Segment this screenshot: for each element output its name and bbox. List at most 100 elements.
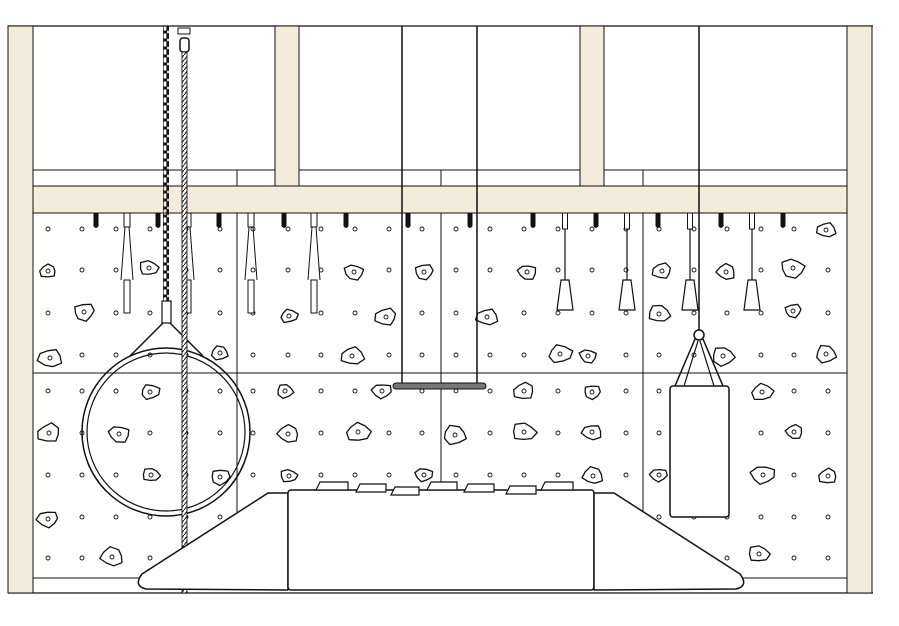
climbing-hold-icon — [513, 381, 534, 400]
climbing-hold-icon — [36, 349, 63, 368]
climbing-hold-icon — [815, 222, 837, 238]
bolt-hole-icon — [352, 388, 358, 394]
ceiling-hook-icon — [655, 212, 661, 228]
bolt-hole-icon — [318, 352, 324, 358]
climbing-hold-icon — [443, 424, 468, 446]
bolt-hole-icon — [758, 352, 764, 358]
bolt-hole-icon — [285, 226, 291, 232]
bolt-hole-icon — [555, 388, 561, 394]
climbing-hold-icon — [276, 423, 299, 443]
ceiling-hook-icon — [718, 212, 724, 228]
hoop-inner — [86, 352, 246, 512]
bolt-hole-icon — [487, 388, 493, 394]
bolt-hole-icon — [386, 267, 392, 273]
climbing-hold-icon — [715, 262, 735, 280]
bolt-hole-icon — [217, 267, 223, 273]
climbing-hold-icon — [784, 303, 802, 319]
left-post — [7, 25, 34, 594]
bolt-hole-icon — [623, 388, 629, 394]
aerial-hoop — [81, 26, 251, 517]
bolt-hole-icon — [318, 226, 324, 232]
suspension-straps — [120, 212, 761, 314]
bolt-hole-icon — [691, 310, 697, 316]
bolt-hole-icon — [386, 226, 392, 232]
upper-band — [32, 169, 848, 187]
climbing-hold-icon — [99, 546, 123, 567]
ceiling-hook-icon — [93, 212, 99, 228]
bolt-hole-icon — [217, 430, 223, 436]
bolt-hole-icon — [352, 310, 358, 316]
bolt-hole-icon — [589, 310, 595, 316]
mat-block — [505, 485, 537, 495]
bolt-hole-icon — [521, 310, 527, 316]
climbing-hold-icon — [781, 258, 806, 279]
climbing-hold-icon — [818, 467, 837, 484]
bolt-hole-icon — [113, 267, 119, 273]
bolt-hole-icon — [791, 352, 797, 358]
wall-panel — [440, 212, 644, 374]
climbing-hold-icon — [414, 264, 434, 281]
ceiling-hook-icon — [780, 212, 786, 228]
bolt-hole-icon — [113, 388, 119, 394]
bolt-hole-icon — [825, 555, 831, 561]
bolt-hole-icon — [147, 226, 153, 232]
cross-beam — [32, 185, 848, 214]
bolt-hole-icon — [79, 388, 85, 394]
bolt-hole-icon — [386, 430, 392, 436]
climbing-hold-icon — [548, 344, 574, 364]
strap-cone-handle — [681, 212, 699, 311]
climbing-hold-icon — [414, 468, 434, 483]
bolt-hole-icon — [623, 472, 629, 478]
climbing-hold-icon — [648, 304, 672, 322]
bolt-hole-icon — [555, 310, 561, 316]
bolt-hole-icon — [758, 267, 764, 273]
crash-mats — [137, 481, 745, 591]
strap-cone-handle — [556, 212, 574, 311]
bolt-hole-icon — [352, 226, 358, 232]
bolt-hole-icon — [250, 472, 256, 478]
climbing-hold-icon — [749, 466, 776, 485]
bolt-hole-icon — [691, 267, 697, 273]
bolt-hole-icon — [79, 555, 85, 561]
bolt-hole-icon — [656, 352, 662, 358]
climbing-hold-icon — [211, 469, 231, 487]
bolt-hole-icon — [79, 514, 85, 520]
hoop-chain — [163, 26, 169, 302]
climbing-hold-icon — [107, 426, 130, 443]
ceiling-hook-icon — [281, 212, 287, 228]
climbing-hold-icon — [584, 385, 601, 401]
bolt-hole-icon — [623, 352, 629, 358]
upper-post — [579, 25, 605, 187]
bolt-hole-icon — [453, 352, 459, 358]
bolt-hole-icon — [285, 352, 291, 358]
bolt-hole-icon — [758, 430, 764, 436]
climbing-hold-icon — [139, 260, 160, 275]
bolt-hole-icon — [825, 267, 831, 273]
bolt-hole-icon — [487, 430, 493, 436]
bolt-hole-icon — [758, 226, 764, 232]
bolt-hole-icon — [825, 514, 831, 520]
climbing-hold-icon — [345, 421, 372, 441]
climbing-hold-icon — [581, 466, 604, 484]
climbing-hold-icon — [748, 545, 771, 562]
bolt-hole-icon — [147, 430, 153, 436]
bolt-hole-icon — [487, 267, 493, 273]
bolt-hole-icon — [419, 352, 425, 358]
climbing-hold-icon — [816, 344, 838, 364]
ceiling-hook-icon — [216, 212, 222, 228]
bolt-hole-icon — [113, 472, 119, 478]
strap-cone-handle — [618, 212, 636, 311]
bolt-hole-icon — [419, 310, 425, 316]
right-post — [846, 25, 873, 594]
climbing-hold-icon — [340, 346, 366, 365]
climbing-hold-icon — [784, 423, 803, 440]
bolt-hole-icon — [791, 514, 797, 520]
bolt-hole-icon — [79, 472, 85, 478]
climbing-hold-icon — [580, 425, 602, 441]
mat-block — [540, 481, 574, 491]
bolt-hole-icon — [386, 472, 392, 478]
bolt-hole-icon — [724, 310, 730, 316]
climbing-hold-icon — [474, 308, 499, 326]
climbing-hold-icon — [277, 384, 295, 400]
